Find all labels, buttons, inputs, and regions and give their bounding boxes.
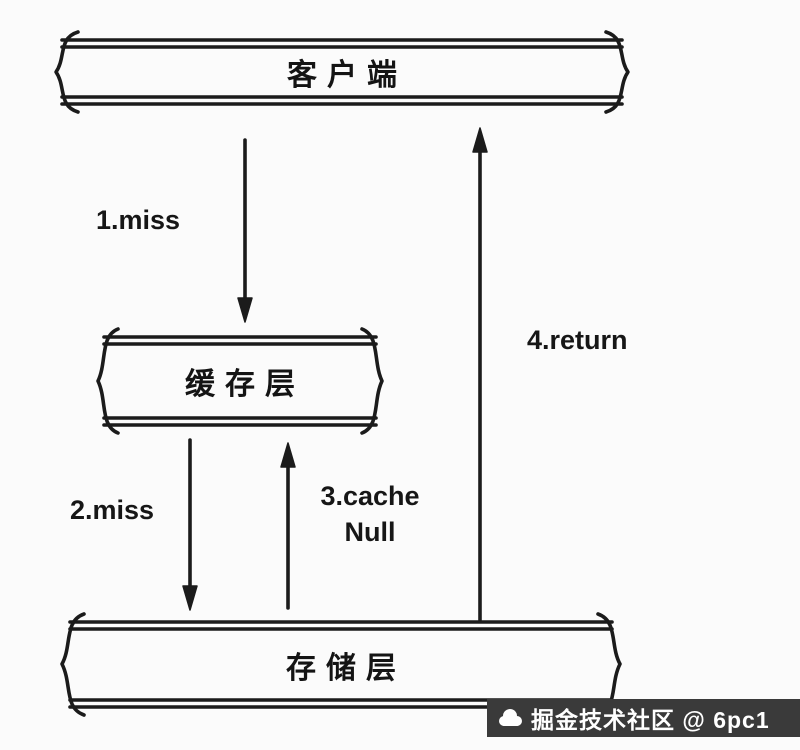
watermark-bar: 掘金技术社区 @ 6pc1 [487, 699, 800, 737]
arrow-4-head-up [472, 127, 488, 153]
node-cache: 缓存层 [104, 345, 376, 417]
arrow-cache-to-storage [182, 438, 198, 611]
node-storage-label: 存储层 [286, 651, 406, 685]
cloud-icon [499, 709, 522, 726]
edge-label-3-cache-null: 3.cache Null [300, 478, 440, 550]
client-box-right-brace [604, 30, 630, 114]
arrow-2-head-down [182, 585, 198, 611]
cache-box-frame [96, 327, 384, 435]
arrow-client-to-cache [237, 138, 253, 323]
node-cache-label: 缓存层 [185, 368, 305, 401]
edge-label-1-miss: 1.miss [96, 205, 181, 235]
node-client-label: 客户端 [287, 59, 407, 92]
arrow-storage-to-cache [280, 442, 296, 610]
watermark-text: 掘金技术社区 @ 6pc1 [531, 707, 770, 733]
client-box-left-brace [54, 30, 80, 114]
client-box-frame [54, 30, 630, 114]
arrow-3-head-up [280, 442, 296, 468]
edge-label-4-return: 4.return [527, 325, 628, 355]
cache-box-left-brace [96, 327, 120, 435]
storage-box-left-brace [60, 612, 86, 717]
node-client: 客户端 [62, 41, 622, 103]
arrow-1-head-down [237, 297, 253, 323]
arrow-storage-to-client [472, 127, 488, 622]
cache-box-right-brace [360, 327, 384, 435]
edge-label-3-line1: 3.cache [320, 481, 420, 511]
edge-label-2-miss: 2.miss [70, 495, 155, 525]
node-storage: 存储层 [70, 630, 612, 699]
edge-label-3-line2: Null [344, 517, 396, 547]
